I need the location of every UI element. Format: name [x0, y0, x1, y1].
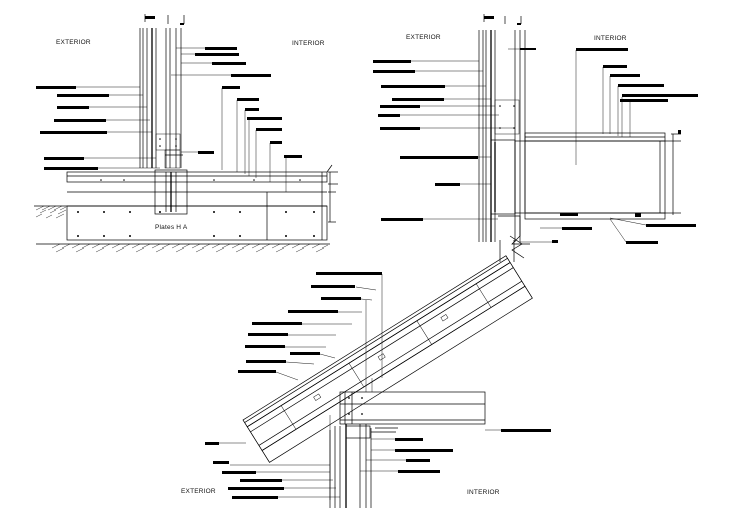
detail-2-interior-label: INTERIOR	[594, 35, 627, 42]
detail-1-slab-and-footing	[66, 164, 338, 241]
detail-2-exterior-label: EXTERIOR	[406, 34, 441, 41]
detail-2-left-callouts	[373, 60, 515, 221]
detail-3-wall	[230, 424, 398, 508]
detail-1-section-mark	[144, 14, 185, 25]
detail-3-left-callouts	[205, 272, 383, 500]
detail-1-footing-label: Plates H A	[155, 224, 188, 231]
detail-2-beam	[514, 130, 681, 220]
detail-3-beam	[339, 391, 486, 425]
detail-3-right-callouts	[360, 300, 551, 473]
detail-2-wall-beam-section: EXTERIOR INTERIOR	[373, 14, 698, 262]
detail-2-right-callouts	[508, 48, 698, 244]
detail-1-left-callouts	[36, 86, 160, 170]
detail-1-wall-foundation-section: EXTERIOR INTERIOR Plates H A	[34, 14, 338, 253]
detail-1-ground-hatch	[34, 205, 330, 253]
detail-3-roof-panel	[242, 255, 533, 463]
detail-1-interior-label: INTERIOR	[292, 40, 325, 47]
detail-1-wall	[139, 28, 183, 169]
detail-3-roof-eave-section: EXTERIOR INTERIOR	[181, 255, 551, 508]
detail-3-exterior-label: EXTERIOR	[181, 488, 216, 495]
detail-3-interior-label: INTERIOR	[467, 489, 500, 496]
detail-1-right-callouts	[171, 47, 302, 192]
detail-1-exterior-label: EXTERIOR	[56, 39, 91, 46]
detail-2-section-mark	[483, 14, 522, 25]
detail-2-wall	[478, 30, 530, 262]
